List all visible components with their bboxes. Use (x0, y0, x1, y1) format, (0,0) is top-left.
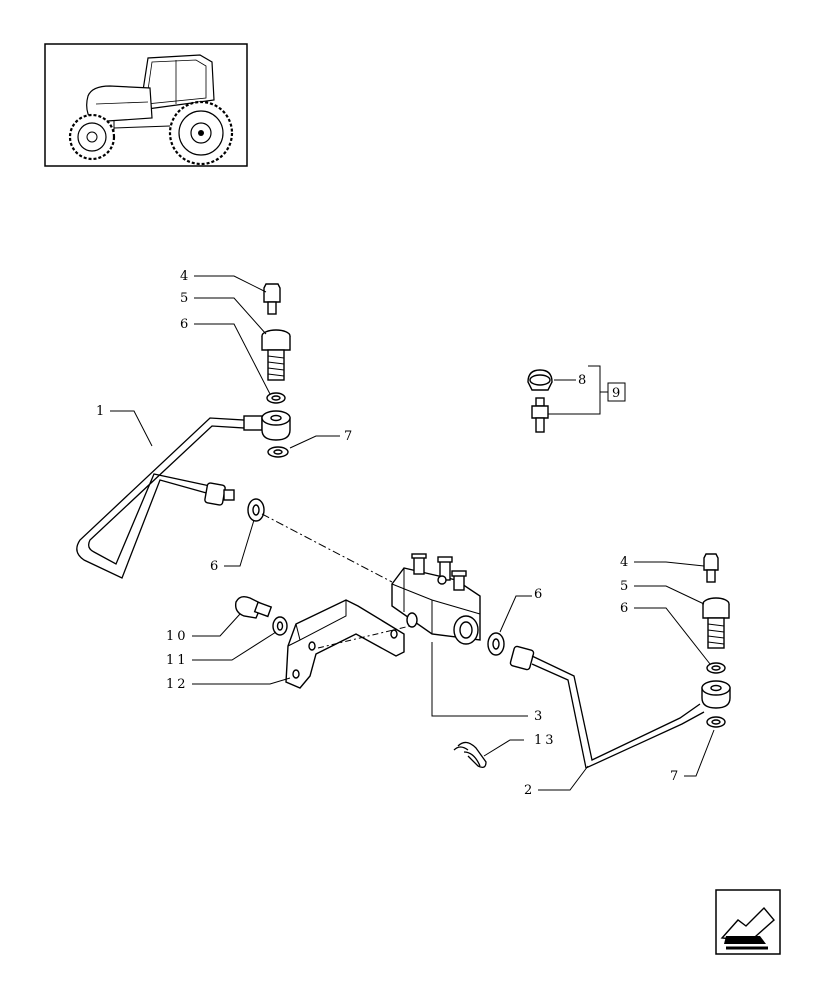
valve-3 (391, 553, 481, 645)
callout-2: 2 (524, 783, 535, 798)
tractor-icon (68, 54, 234, 166)
callout-6-valve: 6 (534, 587, 545, 602)
washer-7-lower (706, 716, 726, 728)
callout-6-lower: 6 (620, 601, 631, 616)
washer-11 (272, 616, 288, 636)
tractor-thumbnail (44, 43, 248, 167)
callout-13: 13 (534, 733, 557, 748)
leader-lines (110, 275, 715, 791)
callout-6-left: 6 (210, 559, 221, 574)
banjo-upper (261, 410, 291, 441)
cap-8 (527, 369, 553, 391)
callout-4-upper: 4 (180, 269, 191, 284)
callout-1: 1 (96, 404, 107, 419)
clip-13 (453, 741, 487, 768)
washer-6-valve (487, 632, 505, 656)
banjo-lower (701, 680, 731, 709)
fitting-5-upper (261, 329, 291, 381)
pipe-1-end-fitting (204, 482, 235, 506)
washer-6-upper (266, 392, 286, 404)
bolt-4-lower (703, 553, 719, 583)
callout-9: 9 (612, 386, 623, 401)
reference-box-9 (607, 382, 626, 402)
bleed-nipple-8 (531, 397, 549, 433)
callout-11: 11 (166, 653, 189, 668)
pipe-1 (76, 415, 263, 579)
callout-5-lower: 5 (620, 579, 631, 594)
pipe-2 (509, 645, 705, 769)
callout-4-lower: 4 (620, 555, 631, 570)
bracket-12 (285, 599, 411, 689)
back-navigation-button[interactable] (715, 889, 781, 955)
callout-8: 8 (578, 373, 589, 388)
callout-5-upper: 5 (180, 291, 191, 306)
callout-6-upper: 6 (180, 317, 191, 332)
fitting-5-lower (702, 597, 730, 649)
callout-3: 3 (534, 709, 545, 724)
bolt-4-upper (263, 283, 281, 315)
callout-7-lower: 7 (670, 769, 681, 784)
washer-6-lower (706, 662, 726, 674)
callout-7-upper: 7 (344, 429, 355, 444)
washer-7-upper (267, 446, 289, 458)
bolt-10 (234, 595, 273, 619)
callout-12: 12 (166, 677, 189, 692)
assembly-axis-line (261, 513, 393, 583)
arrow-left-icon (720, 906, 775, 950)
callout-10: 10 (166, 629, 189, 644)
washer-6-left (247, 498, 265, 522)
